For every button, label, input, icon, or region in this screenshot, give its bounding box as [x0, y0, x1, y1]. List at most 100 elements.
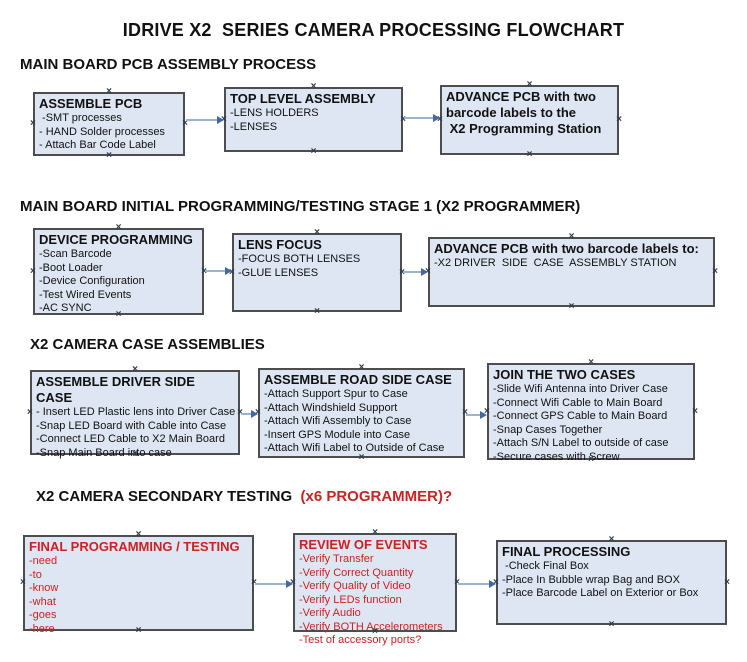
flow-box-title: ASSEMBLE ROAD SIDE CASE	[264, 372, 452, 387]
flow-box-top-level-assembly: TOP LEVEL ASSEMBLY -LENS HOLDERS-LENSES …	[221, 82, 406, 157]
flow-box-line: -Attach Wifi Assembly to Case	[264, 415, 412, 427]
flow-box-lines: -Slide Wifi Antenna into Driver Case -Con…	[493, 383, 689, 464]
flow-box-assemble-driver-side-case: ASSEMBLE DRIVER SIDE CASE - Insert LED P…	[27, 365, 243, 460]
arrow-shaft	[458, 583, 491, 585]
flow-box-lines: -FOCUS BOTH LENSES-GLUE LENSES	[238, 253, 396, 280]
section-heading-text: X2 CAMERA SECONDARY TESTING	[36, 488, 297, 505]
arrow-shaft	[255, 583, 288, 585]
connector-handle-icon: ×	[568, 301, 575, 312]
flow-box-line: -LENSES	[230, 120, 278, 133]
arrow-shaft	[404, 117, 435, 119]
connector-arrow	[255, 579, 293, 588]
flow-box-line: -FOCUS BOTH LENSES	[238, 253, 361, 265]
flow-box-line: -Connect LED Cable to X2 Main Board	[36, 433, 225, 445]
flow-box-line: -here	[29, 622, 55, 635]
connector-arrow	[403, 267, 428, 276]
flow-box-title: REVIEW OF EVENTS	[299, 537, 428, 552]
flow-box-line: -goes	[29, 609, 57, 621]
arrow-head-icon	[217, 115, 224, 124]
arrow-head-icon	[489, 579, 496, 588]
flow-box-line: -to	[29, 568, 42, 581]
flow-box-title: DEVICE PROGRAMMING	[39, 232, 193, 247]
flow-box-lines: -Attach Support Spur to Case-Attach Wind…	[264, 388, 459, 456]
flow-box-line: -Verify BOTH Accelerometers	[299, 620, 443, 633]
section-heading-case-assemblies: X2 CAMERA CASE ASSEMBLIES	[30, 336, 265, 353]
flow-box-line: -Slide Wifi Antenna into Driver Case	[493, 383, 668, 395]
flow-box-join-the-two-cases: JOIN THE TWO CASES -Slide Wifi Antenna i…	[484, 358, 698, 465]
flow-box-lines: -X2 DRIVER SIDE CASE ASSEMBLY STATION	[434, 257, 709, 271]
arrow-shaft	[186, 119, 219, 121]
flow-box-title: FINAL PROGRAMMING / TESTING	[29, 539, 240, 554]
flow-box-line: - Attach Bar Code Label	[39, 139, 156, 151]
flow-box-lens-focus: LENS FOCUS -FOCUS BOTH LENSES-GLUE LENSE…	[229, 228, 405, 317]
flow-box-title: TOP LEVEL ASSEMBLY	[230, 91, 376, 106]
connector-arrow	[458, 579, 496, 588]
flow-box-assemble-pcb: ASSEMBLE PCB -SMT processes- HAND Solder…	[30, 87, 188, 161]
flow-box-title: ADVANCE PCB with two barcode labels to t…	[446, 89, 602, 136]
connector-handle-icon: ×	[724, 576, 730, 588]
flow-box-line: -Scan Barcode	[39, 248, 112, 260]
connector-handle-icon: ×	[692, 405, 698, 417]
connector-arrow	[404, 113, 440, 122]
flow-box-line: -Place In Bubble wrap Bag and BOX	[502, 573, 680, 586]
flow-box-lines: -Check Final Box-Place In Bubble wrap Ba…	[502, 560, 721, 601]
connector-handle-icon: ×	[310, 146, 317, 157]
connector-handle-icon: ×	[106, 150, 112, 161]
flow-box-line: -Secure cases with Screw	[493, 450, 620, 463]
flow-box-title: FINAL PROCESSING	[502, 544, 631, 559]
flow-box-advance-pcb-driver-side-case: ADVANCE PCB with two barcode labels to: …	[425, 232, 718, 312]
connector-arrow	[241, 409, 258, 418]
section-heading-red-suffix: (x6 PROGRAMMER)?	[296, 488, 453, 505]
flow-box-line: -need	[29, 555, 58, 567]
flow-box-line: - HAND Solder processes	[39, 125, 165, 138]
section-heading-initial-programming: MAIN BOARD INITIAL PROGRAMMING/TESTING S…	[20, 198, 581, 215]
connector-arrow	[205, 266, 232, 275]
flow-box-title: JOIN THE TWO CASES	[493, 367, 636, 382]
flow-box-line: -Test Wired Events	[39, 288, 132, 301]
arrow-head-icon	[421, 267, 428, 276]
flow-box-line: -Connect GPS Cable to Main Board	[493, 410, 668, 422]
flow-box-line: -Attach Support Spur to Case	[264, 388, 408, 400]
arrow-head-icon	[251, 409, 258, 418]
flow-box-line: -Attach S/N Label to outside of case	[493, 437, 669, 449]
flow-box-line: -Verify Correct Quantity	[299, 566, 414, 579]
flow-box-lines: -LENS HOLDERS-LENSES	[230, 107, 397, 134]
flow-box-line: -Attach Windshield Support	[264, 401, 398, 414]
flow-box-title: ADVANCE PCB with two barcode labels to:	[434, 241, 699, 256]
flow-box-line: -SMT processes	[39, 112, 122, 124]
flow-box-lines: - Insert LED Plastic lens into Driver Ca…	[36, 406, 235, 460]
flow-box-line: -Place Barcode Label on Exterior or Box	[502, 587, 699, 599]
flow-box-title: ASSEMBLE PCB	[39, 96, 143, 111]
connector-handle-icon: ×	[712, 266, 718, 277]
flow-box-line: -Test of accessory ports?	[299, 634, 422, 646]
connector-handle-icon: ×	[27, 406, 33, 418]
connector-handle-icon: ×	[608, 619, 615, 630]
flow-box-line: -GLUE LENSES	[238, 266, 319, 279]
arrow-shaft	[403, 271, 423, 273]
flow-box-lines: -Verify Transfer-Verify Correct Quantity…	[299, 553, 451, 648]
flow-box-line: -Attach Wifi Label to Outside of Case	[264, 442, 445, 454]
flow-box-title: ASSEMBLE DRIVER SIDE CASE	[36, 374, 199, 405]
flow-box-line: -Snap LED Board with Cable into Case	[36, 419, 227, 432]
connector-handle-icon: ×	[526, 149, 533, 160]
flow-box-assemble-road-side-case: ASSEMBLE ROAD SIDE CASE -Attach Support …	[255, 363, 468, 463]
section-heading-secondary-testing: X2 CAMERA SECONDARY TESTING (x6 PROGRAMM…	[36, 488, 452, 505]
connector-handle-icon: ×	[30, 118, 36, 129]
flow-box-line: -Verify Audio	[299, 607, 361, 619]
connector-handle-icon: ×	[30, 265, 36, 277]
connector-handle-icon: ×	[616, 114, 622, 125]
flow-box-line: -Verify Quality of Video	[299, 580, 411, 592]
flow-box-lines: -need-to-know-what-goes-here	[29, 555, 248, 636]
flow-box-final-programming-testing: FINAL PROGRAMMING / TESTING -need-to-kno…	[20, 530, 257, 636]
flow-box-final-processing: FINAL PROCESSING -Check Final Box-Place …	[493, 535, 730, 630]
flow-box-line: -Check Final Box	[502, 560, 589, 572]
arrow-head-icon	[225, 266, 232, 275]
arrow-head-icon	[433, 113, 440, 122]
arrow-shaft	[241, 413, 253, 415]
flow-box-line: -Verify LEDs function	[299, 593, 402, 606]
flow-box-line: -know	[29, 582, 59, 594]
flow-box-review-of-events: REVIEW OF EVENTS -Verify Transfer-Verify…	[290, 528, 460, 647]
flow-box-lines: -SMT processes- HAND Solder processes- A…	[39, 112, 179, 153]
flow-box-line: -what	[29, 595, 56, 608]
